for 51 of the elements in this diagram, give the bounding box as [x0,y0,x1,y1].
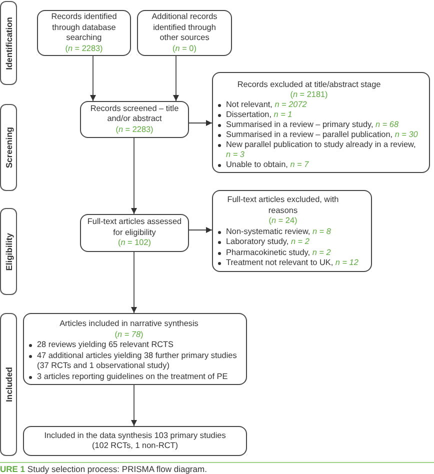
arrow [173,56,179,102]
box-text: Records screened – title and/or abstract [89,104,180,125]
process-box [137,10,232,56]
box-text: Full-text articles excluded, with reasons [226,195,340,216]
bullet-text: 3 articles reporting guidelines on the treatment of PE [37,372,228,382]
bullet-text: 47 additional articles yielding 38 further primary studies (37 RCTs and 1 observational study) [37,350,238,372]
bullet-text: Non-systematic review, n = 8 [226,226,331,237]
count-text: (n = 2283) [64,44,104,54]
box-text: Included in the data synthesis 103 primary studies (102 RCTs, 1 non-RCT) [43,430,227,452]
phase-band [0,104,17,191]
exclusion-box [212,190,372,272]
arrow [90,56,96,102]
exclusion-box [212,72,430,173]
phase-label: Identification [4,16,14,70]
bullet-text: Pharmacokinetic study, n = 2 [226,248,331,258]
count-text: (n = 24) [268,216,298,226]
count-text: (n = 2181) [289,90,329,100]
count-text: (n = 0) [172,44,198,54]
bullet-text: Dissertation, n = 1 [226,110,292,120]
arrow [188,227,212,233]
bullet-text: Summarised in a review – parallel publication, n = 30 [226,130,418,140]
process-box [80,101,189,138]
count-text: (n = 102) [116,238,152,249]
bullet-text: Not relevant, n = 2072 [226,100,307,110]
box-text: Articles included in narrative synthesis [58,319,200,330]
phase-label: Included [4,367,14,402]
bullet-text: Treatment not relevant to UK, n = 12 [226,258,358,268]
bullet-text: Unable to obtain, n = 7 [226,160,309,170]
bullet-text: 28 reviews yielding 65 relevant RCTS [37,340,174,350]
process-box [37,10,131,56]
phase-band [0,208,17,295]
bullet-text: Summarised in a review – primary study, n = 68 [226,120,399,130]
arrow [131,138,137,214]
process-box [80,214,189,252]
count-text: (n = 2283) [114,124,154,136]
box-text: Records identified through database searching [50,12,118,44]
phase-label: Eligibility [4,232,14,270]
arrow [131,384,137,426]
arrow [131,252,137,314]
bullet-text: Laboratory study, n = 2 [226,237,310,248]
box-text: Additional records identified through other sources [150,12,218,44]
phase-label: Screening [4,126,14,168]
figure-caption: URE 1 Study selection process: PRISMA flow diagram. [0,464,207,474]
exclusion-box [23,313,247,385]
phase-band [0,1,17,85]
box-text: Records excluded at title/abstract stage [236,80,382,90]
box-text: Full-text articles assessed for eligibility [86,217,183,238]
process-box [23,426,247,456]
phase-band [0,313,17,456]
count-text: (n = 78) [114,330,144,340]
arrow [188,120,212,126]
